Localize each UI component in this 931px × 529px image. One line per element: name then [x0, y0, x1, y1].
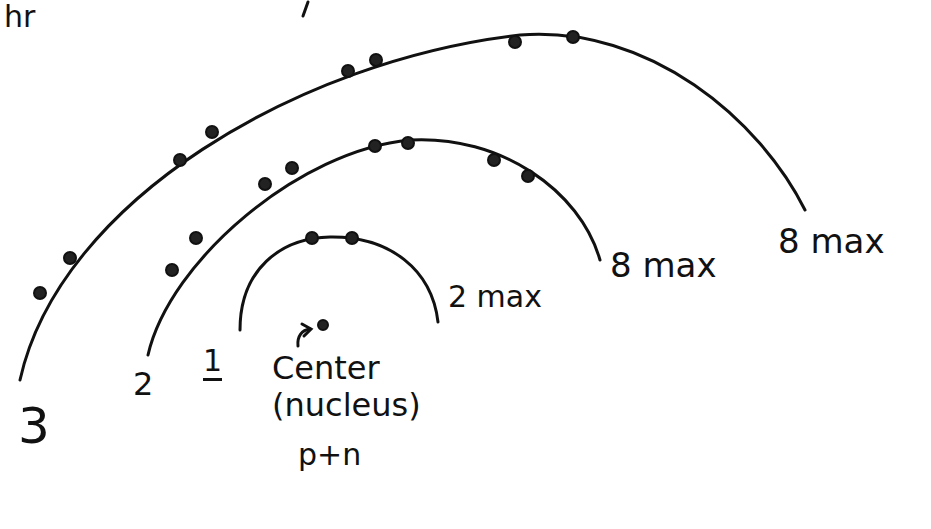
- shell-2: [148, 140, 600, 355]
- electron: [259, 178, 271, 190]
- electron: [306, 232, 318, 244]
- electron: [509, 36, 521, 48]
- electron: [174, 154, 186, 166]
- title-fragment-text: hr: [4, 0, 35, 34]
- electron: [567, 31, 579, 43]
- shell-1: [240, 237, 438, 330]
- arrow-head: [302, 324, 311, 336]
- capacity-label: 8 max: [610, 246, 717, 285]
- electron: [64, 252, 76, 264]
- nucleus-label-text: Center (nucleus): [272, 349, 421, 424]
- shell-number-text: 2: [133, 365, 153, 403]
- capacity-label: 8 max: [778, 222, 885, 261]
- electron: [402, 137, 414, 149]
- shell-number: 3: [18, 398, 50, 456]
- shell-number: 1: [203, 344, 222, 379]
- capacity-label-text: 8 max: [610, 245, 717, 285]
- electron: [342, 65, 354, 77]
- electron: [370, 54, 382, 66]
- shell-3: [20, 34, 805, 380]
- electron: [190, 232, 202, 244]
- electron: [286, 162, 298, 174]
- capacity-label: 2 max: [448, 280, 542, 315]
- electron: [346, 232, 358, 244]
- electron: [166, 264, 178, 276]
- nucleus-dot: [318, 320, 328, 330]
- shell-number-text: 1: [203, 343, 222, 381]
- electron: [522, 170, 534, 182]
- shell-number: 2: [133, 366, 153, 403]
- title-fragment: hr: [4, 0, 35, 35]
- capacity-label-text: 8 max: [778, 221, 885, 261]
- electron: [488, 154, 500, 166]
- nucleus-contents-text: p+n: [298, 437, 361, 472]
- electron: [369, 140, 381, 152]
- electron: [206, 126, 218, 138]
- nucleus-label: Center (nucleus): [272, 350, 432, 424]
- electron: [34, 287, 46, 299]
- shell-number-text: 3: [18, 397, 50, 455]
- stray-stroke: [303, 2, 308, 16]
- capacity-label-text: 2 max: [448, 279, 542, 314]
- nucleus-contents: p+n: [298, 438, 361, 473]
